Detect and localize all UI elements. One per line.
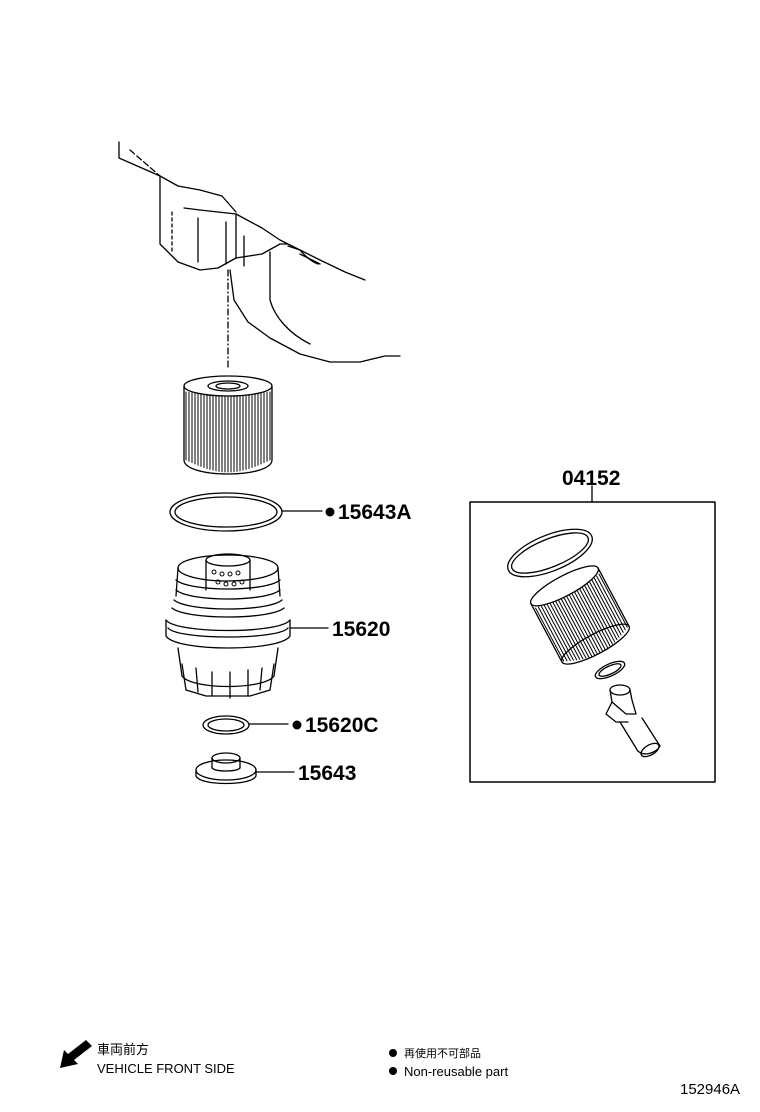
filter-pleat [568, 594, 601, 654]
leader-lines [248, 485, 593, 773]
o-ring-small [202, 715, 250, 735]
filter-pleat [563, 596, 596, 656]
front-direction-legend: 車両前方 VEHICLE FRONT SIDE [60, 1040, 235, 1076]
part-label-15643A: 15643A [338, 501, 412, 524]
filter-pleat [537, 606, 568, 662]
filter-pleat [549, 602, 581, 660]
filter-pleat [586, 582, 618, 641]
filter-pleat [571, 592, 604, 652]
engine-block-outline [118, 141, 401, 363]
nonreusable-jp: 再使用不可部品 [404, 1046, 481, 1060]
filter-pleat [581, 586, 613, 645]
filter-pleat [588, 581, 620, 638]
filter-pleat [557, 599, 590, 658]
filled-circle-icon [389, 1049, 397, 1057]
o-ring-large [169, 492, 283, 532]
part-label-15643: 15643 [298, 762, 356, 785]
nonreusable-legend: 再使用不可部品 Non-reusable part [389, 1046, 508, 1079]
filter-kit-box [469, 501, 716, 783]
filter-pleat [540, 605, 571, 662]
oil-filter-cap [165, 553, 291, 699]
illustration-id: 152946A [680, 1081, 740, 1098]
part-label-04152: 04152 [562, 467, 620, 490]
filter-pleat [535, 607, 565, 662]
nonreusable-en: Non-reusable part [404, 1064, 508, 1079]
filter-pleat [579, 588, 611, 647]
filter-pleat [566, 595, 598, 655]
drain-plug [195, 752, 257, 785]
part-label-15620C: 15620C [305, 714, 379, 737]
filled-circle-icon [389, 1067, 397, 1075]
arrow-down-left-icon [60, 1040, 92, 1068]
filter-pleat [552, 601, 584, 660]
filter-pleat [573, 591, 606, 651]
filter-pleat [555, 600, 587, 659]
filter-pleat [543, 604, 574, 661]
nonreusable-marker-15620C [292, 720, 302, 730]
front-side-en: VEHICLE FRONT SIDE [97, 1061, 235, 1076]
filter-pleat [598, 573, 628, 628]
filter-pleat [596, 575, 626, 631]
nonreusable-marker-15643A [325, 507, 335, 517]
oil-filter-element [183, 375, 273, 475]
filter-pleat [560, 598, 593, 658]
filter-pleat [576, 589, 609, 649]
filter-pleat [593, 577, 624, 633]
front-side-jp: 車両前方 [97, 1042, 149, 1057]
filter-pleat [591, 579, 622, 636]
part-label-15620: 15620 [332, 618, 390, 641]
filter-pleat [546, 603, 578, 661]
filter-pleat [584, 584, 616, 643]
